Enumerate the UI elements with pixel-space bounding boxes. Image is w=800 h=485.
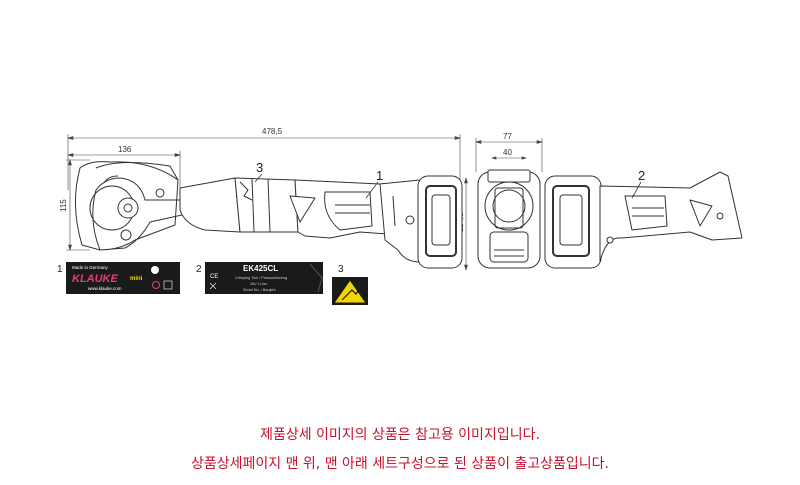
notice-line-2: 상품상세페이지 맨 위, 맨 아래 세트구성으로 된 상품이 출고상품입니다. — [190, 456, 610, 472]
callout-2: 2 — [638, 168, 645, 183]
label2-line2: 18V Li-Ion — [250, 282, 267, 286]
notice-line-1: 제품상세 이미지의 상품은 참고용 이미지입니다. — [260, 427, 540, 443]
label2-ce: CE — [210, 274, 218, 280]
callout-2-leader — [631, 181, 642, 199]
dimension-battery-inner-text: 40 — [503, 148, 512, 157]
callout-3-leader — [254, 173, 263, 183]
label2-model: EK425CL — [243, 264, 278, 273]
dimension-body-height — [464, 176, 468, 272]
dimension-head-height — [66, 158, 90, 252]
dimension-battery-width — [474, 138, 544, 172]
label2-edge-icon — [309, 263, 323, 293]
label1-subtext: www.klauke.com — [88, 286, 122, 291]
tool-front-view — [477, 169, 541, 269]
callout-1: 1 — [376, 168, 383, 183]
tool-neck — [179, 177, 241, 233]
dimension-battery-inner — [490, 156, 528, 160]
label1-brand-suffix: mini — [130, 276, 143, 282]
label1-top-text: Made in Germany — [72, 265, 109, 270]
crush-hand-icon — [341, 287, 361, 301]
label2-number: 2 — [196, 264, 202, 275]
label1-brand: KLAUKE — [72, 273, 118, 285]
dimension-battery-width-text: 77 — [503, 132, 512, 141]
dimension-total-length — [66, 134, 462, 190]
tool-side-view — [74, 161, 463, 269]
label2-bin-icon — [209, 282, 217, 290]
label1-logo-icon — [151, 266, 159, 274]
label1-bin-icon — [163, 280, 173, 290]
callout-3: 3 — [256, 160, 263, 175]
dimension-total-length-text: 478,5 — [262, 127, 283, 136]
label3-number: 3 — [338, 264, 344, 275]
label1-mark-icon — [152, 281, 160, 289]
label2-sticker: CE EK425CL Crimping Tool / Presswerkzeug… — [205, 262, 323, 294]
label3-warning-sticker — [332, 277, 368, 305]
dimension-head-height-text: 115 — [59, 199, 68, 212]
technical-drawing: 478,5 136 115 114,5 77 40 — [57, 127, 743, 305]
label1-number: 1 — [57, 264, 63, 275]
callout-1-leader — [365, 181, 379, 199]
dimension-head-length — [66, 151, 182, 190]
label2-line1: Crimping Tool / Presswerkzeug — [235, 276, 287, 280]
battery-side — [417, 175, 463, 269]
crimp-head — [74, 161, 183, 251]
label1-sticker: Made in Germany KLAUKE mini www.klauke.c… — [66, 262, 180, 294]
tool-rear-view — [544, 171, 743, 269]
label2-line3: Serial No. / Baujahr — [243, 288, 277, 292]
dimension-head-length-text: 136 — [118, 145, 132, 154]
